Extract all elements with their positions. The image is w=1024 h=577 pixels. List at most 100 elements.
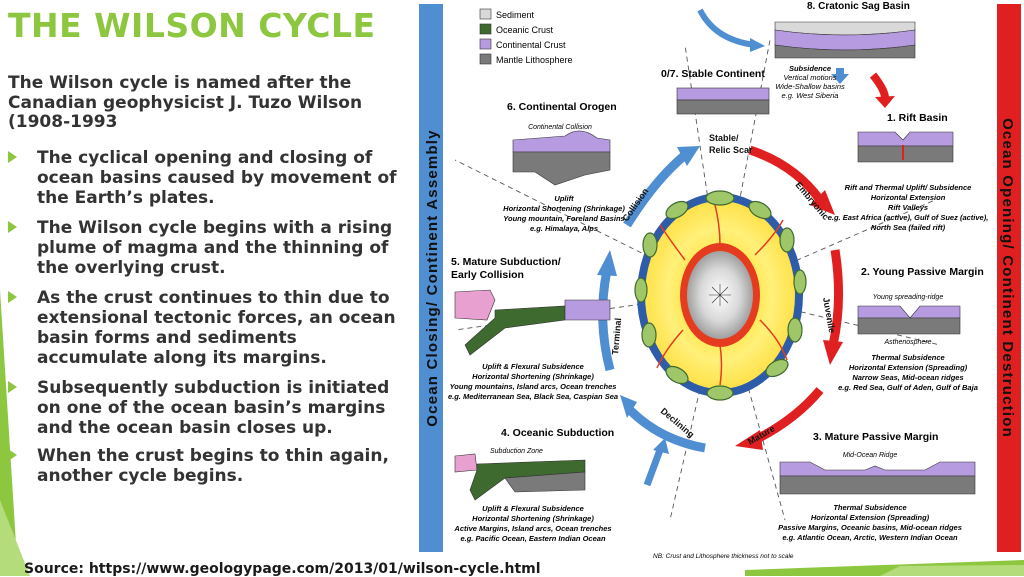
arrow-subduction-up xyxy=(643,448,664,487)
mantle-layer xyxy=(504,471,586,493)
legend-swatch-sediment xyxy=(479,8,492,20)
phase-title: Early Collision xyxy=(451,269,524,281)
bullet-text: The cyclical opening and closing of ocea… xyxy=(37,148,397,208)
phase-title: 3. Mature Passive Margin xyxy=(813,431,938,443)
phase-mature-subduction: 5. Mature Subduction/ Early Collision Up… xyxy=(448,256,618,401)
phase-subtitle: Subduction Zone xyxy=(490,448,543,455)
slide-title: THE WILSON CYCLE xyxy=(8,6,376,45)
legend-label: Continental Crust xyxy=(496,40,566,50)
earth-cross-section xyxy=(634,190,807,401)
core-star xyxy=(709,284,731,306)
arrow-head xyxy=(677,146,700,166)
desc-line: e.g. East Africa (active), Gulf of Suez … xyxy=(828,213,989,222)
phase-rift-basin: 1. Rift Basin Rift and Thermal Uplift/ S… xyxy=(828,112,989,232)
phase-description: Uplift & Flexural Subsidence Horizontal … xyxy=(453,504,611,543)
bullet-text: As the crust continues to thin due to ex… xyxy=(37,288,396,368)
left-green-accent xyxy=(0,290,18,576)
left-green-accent-light xyxy=(0,500,30,576)
bullet-text: When the crust begins to thin again, ano… xyxy=(37,446,389,486)
right-bar: Ocean Opening/ Continent Destruction xyxy=(997,4,1021,552)
phase-title: 5. Mature Subduction/ xyxy=(451,256,561,268)
desc-line: Subsidence xyxy=(789,64,831,73)
bullet-item: When the crust begins to thin again, ano… xyxy=(8,446,408,486)
arrow-mature xyxy=(752,387,824,445)
phase-title: 1. Rift Basin xyxy=(887,112,948,124)
source-citation: Source: https://www.geologypage.com/2013… xyxy=(24,561,541,577)
desc-line: Narrow Seas, Mid-ocean ridges xyxy=(852,373,963,382)
phase-subtitle: Young spreading-ridge xyxy=(873,294,944,301)
mantle-layer xyxy=(779,475,976,495)
phase-title: 4. Oceanic Subduction xyxy=(501,427,614,439)
arrow-head xyxy=(875,96,895,108)
stage-label: Relic Scar xyxy=(709,145,753,155)
phase-title: 0/7. Stable Continent xyxy=(661,68,765,80)
arrow-to-craton xyxy=(697,8,756,48)
left-bar-fill xyxy=(419,4,443,552)
crust-layer xyxy=(857,131,954,147)
crust-layer xyxy=(779,461,976,477)
bullet-item: The Wilson cycle begins with a rising pl… xyxy=(8,218,408,278)
phase-subtitle: Asthenosphere xyxy=(883,339,931,346)
bottom-green-accent-light xyxy=(880,565,1024,576)
arrow-to-rift xyxy=(869,72,889,99)
bullet-item: Subsequently subduction is initiated on … xyxy=(8,378,408,438)
crust-layer xyxy=(512,130,611,153)
phase-stable-continent: 0/7. Stable Continent Subsidence Vertica… xyxy=(661,64,845,115)
arrow-head xyxy=(735,430,763,450)
desc-line: e.g. Mediterranean Sea, Black Sea, Caspi… xyxy=(448,392,618,401)
left-bar: Ocean Closing/ Continent Assembly xyxy=(419,4,443,552)
phase-description: Subsidence Vertical motions Wide-Shallow… xyxy=(775,64,845,100)
desc-line: Rift Valleys xyxy=(888,203,928,212)
desc-line: Thermal Subsidence xyxy=(871,353,944,362)
phase-description: Thermal Subsidence Horizontal Extension … xyxy=(838,353,978,392)
mantle-layer xyxy=(857,145,954,163)
desc-line: e.g. Atlantic Ocean, Arctic, Western Ind… xyxy=(782,533,958,542)
desc-line: Uplift & Flexural Subsidence xyxy=(482,504,584,513)
desc-line: Wide-Shallow basins xyxy=(775,82,845,91)
mantle-plumes xyxy=(656,204,788,386)
arrow-head xyxy=(620,395,637,418)
desc-line: Active Margins, Island arcs, Ocean trenc… xyxy=(453,524,611,533)
legend-swatch-oceanic xyxy=(479,23,492,35)
phase-description: Uplift & Flexural Subsidence Horizontal … xyxy=(448,362,618,401)
desc-line: e.g. West Siberia xyxy=(782,91,839,100)
bullet-arrow-icon xyxy=(8,221,17,233)
legend-label: Sediment xyxy=(496,10,535,20)
mantle-layer xyxy=(774,44,916,59)
desc-line: Uplift xyxy=(554,194,574,203)
wilson-cycle-diagram: Ocean Closing/ Continent Assembly Ocean … xyxy=(419,1,1021,560)
arrow-embryonic xyxy=(748,145,824,203)
bullet-arrow-icon xyxy=(8,381,17,393)
desc-line: North Sea (failed rift) xyxy=(871,223,946,232)
crust-layer xyxy=(857,305,961,319)
phase-cratonic-sag: 8. Cratonic Sag Basin xyxy=(774,1,916,59)
bullet-text: The Wilson cycle begins with a rising pl… xyxy=(37,218,393,278)
phase-young-passive-margin: 2. Young Passive Margin Young spreading-… xyxy=(838,266,984,392)
arrow-head xyxy=(823,340,843,365)
phase-title: 2. Young Passive Margin xyxy=(861,266,984,278)
desc-line: Horizontal Extension (Spreading) xyxy=(849,363,968,372)
arrow-head xyxy=(750,38,765,52)
phase-oceanic-subduction: 4. Oceanic Subduction Subduction Zone Up… xyxy=(453,427,614,543)
desc-line: e.g. Red Sea, Gulf of Aden, Gulf of Baja xyxy=(838,383,978,392)
arrow-declining xyxy=(626,406,706,453)
desc-line: Uplift & Flexural Subsidence xyxy=(482,362,584,371)
phase-continental-orogen: 6. Continental Orogen Continental Collis… xyxy=(503,101,625,233)
legend: Sediment Oceanic Crust Continental Crust… xyxy=(479,8,573,65)
legend-label: Oceanic Crust xyxy=(496,25,554,35)
stage-label: Stable/ xyxy=(709,133,739,143)
left-bar-label: Ocean Closing/ Continent Assembly xyxy=(424,129,441,426)
desc-line: Horizontal Shortening (Shrinkage) xyxy=(472,514,594,523)
phase-mature-passive-margin: 3. Mature Passive Margin Mid-Ocean Ridge… xyxy=(778,431,976,542)
phase-subtitle: Continental Collision xyxy=(528,124,592,131)
intro-paragraph: The Wilson cycle is named after the Cana… xyxy=(8,73,363,132)
arrow-head xyxy=(653,438,669,454)
right-bar-fill xyxy=(997,4,1021,552)
legend-swatch-continental xyxy=(479,38,492,50)
arrow-collision xyxy=(623,151,688,228)
mantle-layer xyxy=(676,99,770,115)
bullet-item: As the crust continues to thin due to ex… xyxy=(8,288,408,368)
desc-line: Horizontal Extension (Spreading) xyxy=(811,513,930,522)
crust-layer xyxy=(676,87,770,101)
